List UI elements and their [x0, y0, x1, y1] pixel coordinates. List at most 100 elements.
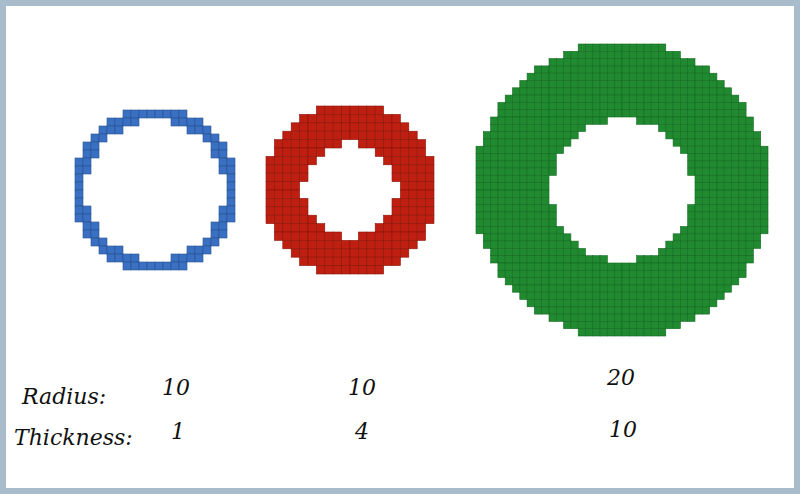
ring-block — [578, 81, 585, 88]
ring-block — [549, 66, 556, 73]
ring-block — [571, 292, 578, 299]
ring-block — [571, 117, 578, 124]
ring-block — [578, 263, 585, 270]
ring-block — [384, 249, 392, 257]
ring-block — [761, 205, 768, 212]
ring-block — [542, 175, 549, 182]
ring-block — [556, 110, 563, 117]
ring-block — [564, 95, 571, 102]
ring-block — [753, 197, 760, 204]
ring-block — [283, 173, 291, 181]
ring-block — [702, 117, 709, 124]
ring-block — [695, 81, 702, 88]
ring-block — [724, 205, 731, 212]
ring-block — [527, 102, 534, 109]
ring-block — [666, 59, 673, 66]
ring-block — [688, 314, 695, 321]
ring-block — [578, 44, 585, 51]
ring-block — [417, 182, 425, 190]
ring-block — [651, 81, 658, 88]
ring-block — [367, 232, 375, 240]
ring-block — [680, 110, 687, 117]
ring-block — [600, 51, 607, 58]
ring-block — [542, 110, 549, 117]
ring-block — [483, 168, 490, 175]
ring-block — [680, 88, 687, 95]
ring-block — [520, 154, 527, 161]
ring-block — [637, 263, 644, 270]
ring-block — [350, 240, 358, 248]
ring-block — [702, 132, 709, 139]
ring-block — [680, 307, 687, 314]
ring-block — [586, 292, 593, 299]
ring-block — [291, 173, 299, 181]
ring-block — [300, 114, 308, 122]
ring-block — [527, 81, 534, 88]
ring-block — [615, 300, 622, 307]
ring-block — [732, 110, 739, 117]
ring-block — [615, 88, 622, 95]
ring-block — [291, 240, 299, 248]
ring-block — [91, 134, 99, 142]
ring-block — [564, 139, 571, 146]
ring-block — [556, 73, 563, 80]
ring-block — [300, 131, 308, 139]
ring-block — [753, 146, 760, 153]
ring-block — [702, 73, 709, 80]
ring-block — [476, 219, 483, 226]
ring-block — [498, 205, 505, 212]
ring-block — [586, 307, 593, 314]
ring-block — [520, 270, 527, 277]
ring-block — [483, 219, 490, 226]
ring-block — [680, 300, 687, 307]
ring-block — [505, 248, 512, 255]
ring-block — [717, 197, 724, 204]
ring-block — [520, 146, 527, 153]
ring-block — [622, 81, 629, 88]
ring-block — [622, 300, 629, 307]
ring-block — [409, 140, 417, 148]
ring-block — [600, 300, 607, 307]
ring-block — [115, 126, 123, 134]
ring-block — [549, 102, 556, 109]
ring-block — [491, 227, 498, 234]
ring-block — [659, 307, 666, 314]
ring-block — [491, 124, 498, 131]
ring-block — [761, 146, 768, 153]
ring-block — [644, 73, 651, 80]
ring-block — [746, 132, 753, 139]
ring-block — [549, 234, 556, 241]
ring-block — [266, 182, 274, 190]
ring-block — [400, 240, 408, 248]
ring-block — [75, 190, 83, 198]
ring-block — [732, 161, 739, 168]
ring-block — [666, 270, 673, 277]
ring-block — [513, 241, 520, 248]
ring-block — [622, 263, 629, 270]
ring-block — [75, 166, 83, 174]
ring-block — [732, 241, 739, 248]
ring-block — [542, 183, 549, 190]
ring-block — [300, 207, 308, 215]
ring-block — [498, 154, 505, 161]
ring-block — [476, 197, 483, 204]
ring-block — [498, 175, 505, 182]
ring-block — [476, 183, 483, 190]
ring-block — [732, 175, 739, 182]
ring-block — [375, 123, 383, 131]
ring-block — [549, 146, 556, 153]
ring-block — [586, 117, 593, 124]
ring-block — [534, 102, 541, 109]
ring-block — [746, 124, 753, 131]
ring-block — [644, 95, 651, 102]
ring-block — [498, 256, 505, 263]
ring-block — [571, 285, 578, 292]
ring-block — [673, 88, 680, 95]
ring-block — [622, 102, 629, 109]
ring-block — [571, 300, 578, 307]
ring-block — [717, 124, 724, 131]
ring-block — [179, 254, 187, 262]
ring-block — [688, 117, 695, 124]
ring-block — [739, 205, 746, 212]
ring-block — [527, 168, 534, 175]
